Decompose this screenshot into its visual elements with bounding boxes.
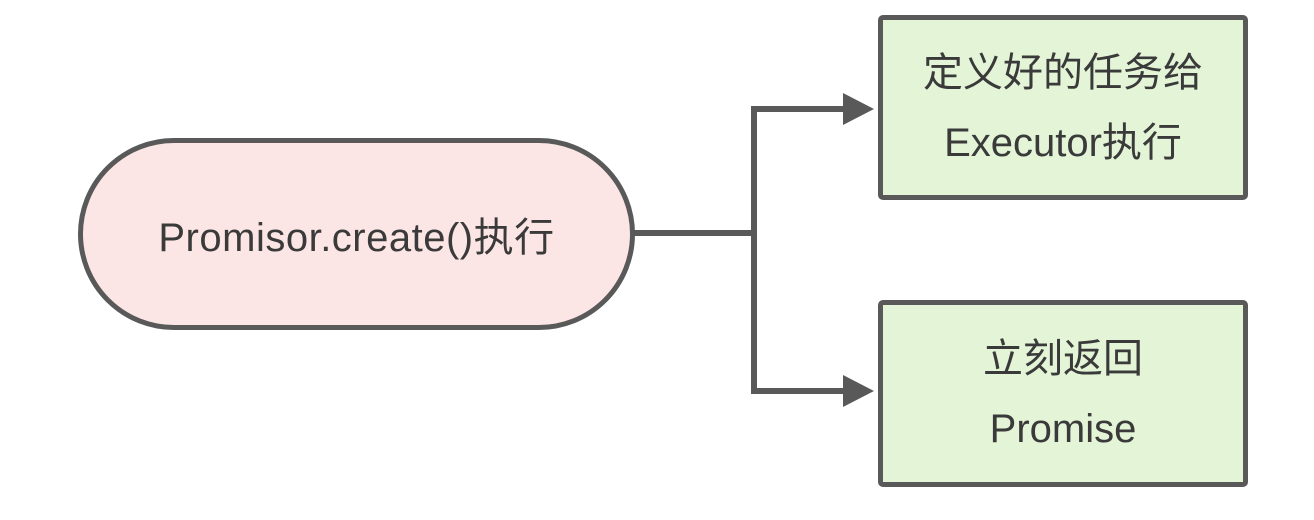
node-executor-task-line1: 定义好的任务给 (923, 50, 1203, 95)
arrowhead-top-icon (843, 93, 874, 125)
arrowhead-bottom-icon (843, 375, 874, 407)
node-promisor-create-label: Promisor.create()执行 (158, 216, 555, 260)
node-return-promise-line1: 立刻返回 (983, 336, 1143, 381)
node-return-promise-line2: Promise (989, 406, 1137, 451)
node-return-promise: 立刻返回 Promise (878, 300, 1248, 487)
node-promisor-create: Promisor.create()执行 (78, 138, 635, 330)
node-executor-task: 定义好的任务给 Executor执行 (878, 15, 1248, 200)
node-executor-task-line2: Executor执行 (944, 120, 1182, 165)
